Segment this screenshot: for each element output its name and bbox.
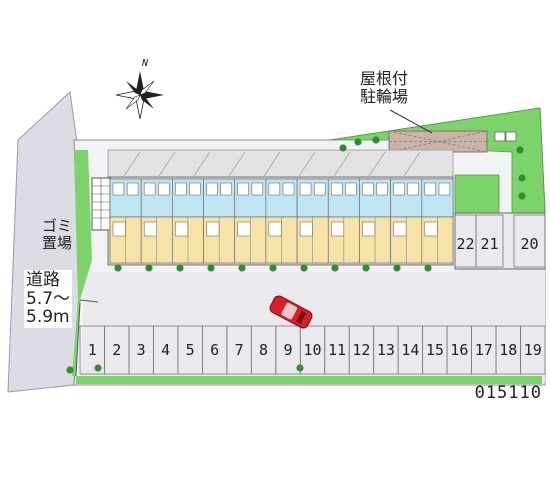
- road-label-line2: 5.7〜: [26, 288, 71, 309]
- shelter-leader-line: [389, 109, 433, 134]
- tree-icon: [269, 264, 277, 272]
- compass-rose-icon: [115, 71, 164, 120]
- parking-space-number: 8: [259, 341, 268, 359]
- parking-space-number: 19: [524, 341, 542, 359]
- garbage-area-label: ゴミ 置場: [42, 218, 72, 251]
- parking-space-number: 1: [88, 341, 97, 359]
- tree-icon: [300, 264, 308, 272]
- apartment-unit: [296, 178, 329, 264]
- tree-icon: [518, 192, 526, 200]
- tree-icon: [516, 146, 524, 154]
- tree-icon: [66, 366, 74, 374]
- parking-space-number: 2: [112, 341, 121, 359]
- apartment-unit: [140, 178, 173, 264]
- apartment-unit: [172, 178, 204, 264]
- road-label-line3: 5.9m: [26, 307, 70, 328]
- car-icon: [269, 295, 313, 329]
- tree-icon: [145, 264, 153, 272]
- right-parking-group: 22 21 20: [454, 212, 546, 270]
- apartment-units: [109, 178, 454, 264]
- bicycle-shelter-label: 屋根付 駐輪場: [360, 70, 408, 105]
- parking-space-number: 17: [475, 341, 493, 359]
- building-roof: [107, 149, 454, 178]
- garbage-area-label-line2: 置場: [42, 233, 73, 252]
- parking-space-number: 12: [352, 341, 370, 359]
- parking-space-number: 5: [186, 341, 195, 359]
- marker-box: [494, 131, 506, 142]
- parking-space: 20: [513, 214, 546, 268]
- parking-space-number: 20: [520, 235, 538, 253]
- apartment-unit: [327, 178, 360, 264]
- road-label: 道路 5.7〜 5.9m: [24, 270, 73, 329]
- property-code: 015110: [474, 383, 542, 403]
- apartment-unit: [234, 178, 267, 264]
- tree-icon: [362, 264, 370, 272]
- tree-icon: [393, 264, 401, 272]
- parking-space-number: 21: [480, 235, 498, 253]
- tree-icon: [176, 264, 184, 272]
- parking-space-number: 14: [401, 341, 419, 359]
- marker-box: [505, 131, 517, 142]
- apartment-unit: [109, 178, 142, 264]
- parking-space-number: 18: [499, 341, 517, 359]
- parking-space-number: 11: [328, 341, 346, 359]
- garbage-area-label-line1: ゴミ: [42, 217, 73, 235]
- hedge-bottom: [76, 376, 542, 384]
- tree-icon: [518, 174, 526, 182]
- tree-icon: [331, 264, 339, 272]
- parking-space-number: 10: [303, 341, 321, 359]
- tree-icon: [354, 138, 362, 146]
- parking-space-number: 13: [377, 341, 395, 359]
- tree-icon: [94, 364, 102, 372]
- tree-icon: [339, 144, 347, 152]
- road-label-line1: 道路: [26, 270, 60, 290]
- bicycle-shelter-label-line1: 屋根付: [360, 69, 409, 88]
- parking-space-number: 3: [137, 341, 146, 359]
- apartment-unit: [390, 178, 423, 264]
- apartment-unit: [265, 178, 298, 264]
- green-patch: [454, 174, 500, 214]
- parking-space-number: 7: [235, 341, 244, 359]
- parking-space-number: 15: [426, 341, 444, 359]
- parking-space: 19: [520, 325, 546, 375]
- bicycle-shelter-label-line2: 駐輪場: [360, 86, 409, 106]
- tree-icon: [114, 264, 122, 272]
- parking-space-number: 6: [210, 341, 219, 359]
- parking-space-number: 22: [456, 235, 474, 253]
- tree-icon: [207, 264, 215, 272]
- tree-icon: [372, 136, 380, 144]
- tree-icon: [238, 264, 246, 272]
- parking-space-number: 4: [161, 341, 170, 359]
- hedge-left: [72, 150, 92, 376]
- parking-lot: [80, 213, 545, 383]
- parking-space-number: 16: [450, 341, 468, 359]
- apartment-unit: [359, 178, 391, 264]
- tree-icon: [424, 264, 432, 272]
- trees: [66, 136, 526, 374]
- apartment-unit: [421, 178, 454, 264]
- parking-space-number: 9: [284, 341, 293, 359]
- parking-space: 21: [475, 214, 504, 268]
- apartment-unit: [203, 178, 236, 264]
- building-roof-lines: [123, 151, 421, 177]
- north-mark: N: [141, 58, 149, 69]
